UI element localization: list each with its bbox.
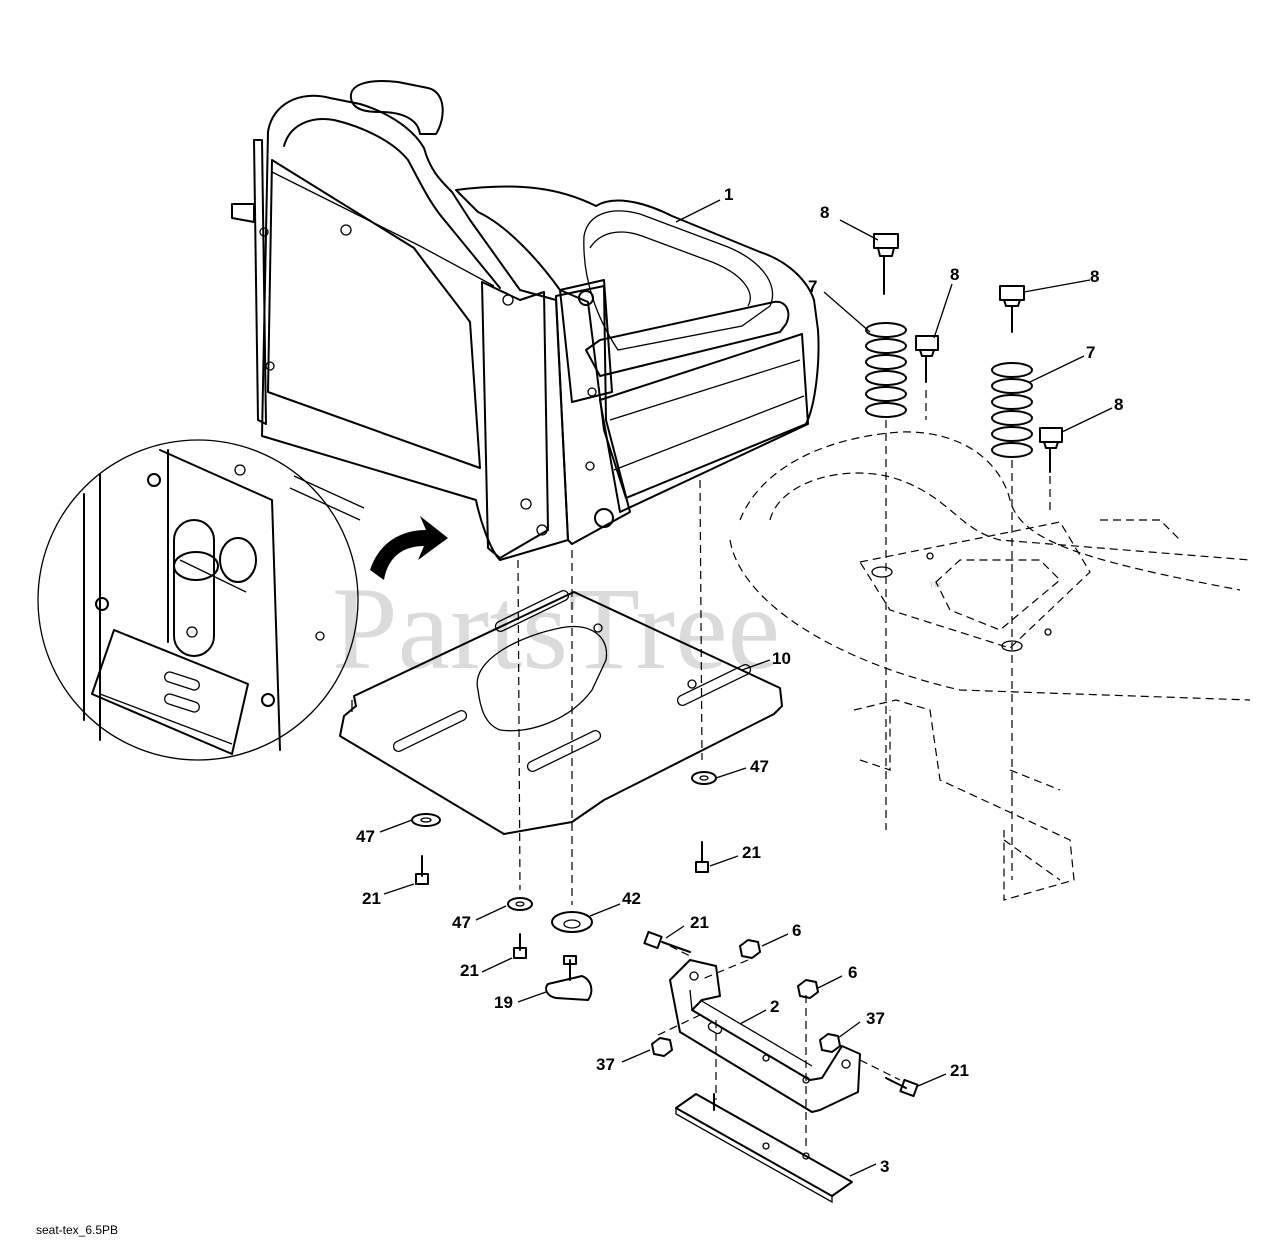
seat-pan-drawing xyxy=(339,590,783,835)
callout-screw-e: 21 xyxy=(950,1061,969,1080)
callout-spring-left: 7 xyxy=(808,277,817,296)
callout-washer-c: 47 xyxy=(452,913,471,932)
callout-bolt-d: 8 xyxy=(1114,395,1123,414)
callout-screw-b: 21 xyxy=(742,843,761,862)
callout-labels: 1 8 8 8 7 7 8 10 47 47 21 21 47 42 21 6 … xyxy=(356,185,1123,1176)
callout-plate: 3 xyxy=(880,1157,889,1176)
callout-seat-pan: 10 xyxy=(772,649,791,668)
drawing-code: seat-tex_6.5PB xyxy=(36,1223,118,1237)
callout-nut-a: 6 xyxy=(792,921,801,940)
callout-nut-c: 37 xyxy=(596,1055,615,1074)
callout-nut-b: 6 xyxy=(848,963,857,982)
seat-drawing xyxy=(231,80,820,561)
callout-screw-a: 21 xyxy=(362,889,381,908)
direction-arrow-icon xyxy=(370,516,448,580)
large-washer-icon xyxy=(551,911,593,933)
deck-outline xyxy=(729,431,1251,901)
callout-spring-right: 7 xyxy=(1086,343,1095,362)
screw-icon xyxy=(415,841,919,1098)
bracket-drawing xyxy=(669,959,861,1113)
callout-seat: 1 xyxy=(724,185,733,204)
callout-washer-large: 42 xyxy=(622,889,641,908)
callout-nut-d: 37 xyxy=(866,1009,885,1028)
callout-bolt-c: 8 xyxy=(1090,267,1099,286)
assembly-lines xyxy=(517,390,1051,1150)
callout-bolt-a: 8 xyxy=(820,203,829,222)
washer-icon xyxy=(411,771,717,911)
callout-screw-d: 21 xyxy=(460,961,479,980)
leader-lines xyxy=(379,199,1113,1177)
knob-icon xyxy=(545,955,593,1001)
callout-bolt-b: 8 xyxy=(950,265,959,284)
watermark-trademark: ™ xyxy=(928,579,942,595)
callout-washer-a: 47 xyxy=(356,827,375,846)
plate-drawing xyxy=(675,1093,853,1204)
callout-screw-c: 21 xyxy=(690,913,709,932)
spring-right xyxy=(991,362,1033,458)
callout-knob: 19 xyxy=(494,993,513,1012)
callout-washer-b: 47 xyxy=(750,757,769,776)
nut-icon xyxy=(651,939,841,1057)
bolt-icon xyxy=(873,233,1063,473)
detail-inset xyxy=(37,439,365,761)
callout-bracket: 2 xyxy=(770,997,779,1016)
spring-left xyxy=(865,322,907,418)
